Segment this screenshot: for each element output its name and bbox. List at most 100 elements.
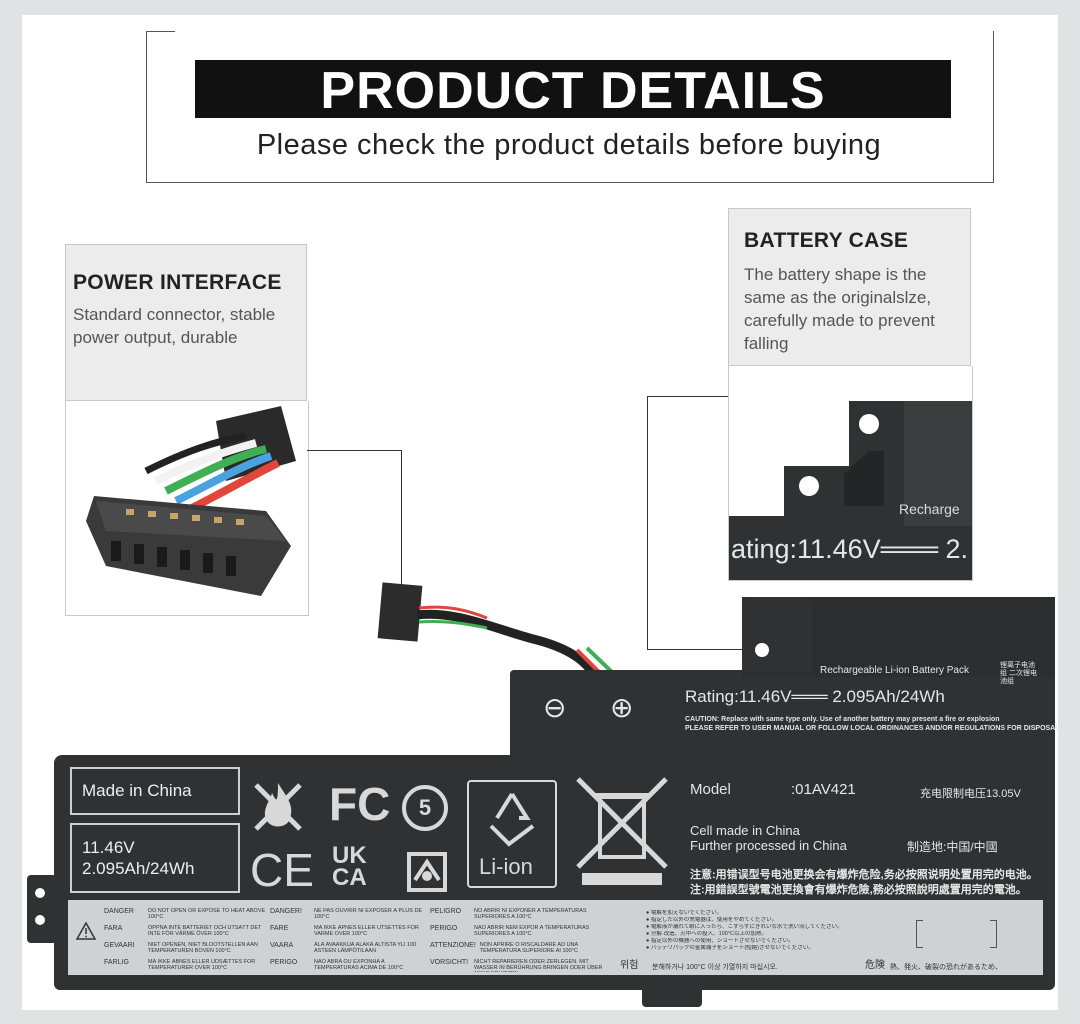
li-ion-recycle-box: Li-ion — [467, 780, 557, 888]
spec-box: 11.46V 2.095Ah/24Wh — [70, 823, 240, 893]
mount-hole — [755, 643, 769, 657]
warning-row-label: VAARA — [270, 942, 294, 949]
battery-case-zoom-image: Recharge ating:11.46V═══ 2. — [728, 366, 973, 581]
recycle-5-icon: 5 — [402, 785, 448, 831]
made-in-label: Made in China — [82, 781, 192, 800]
warning-row: PERIGO NÃO ABRIR NEM EXPOR A TEMPERATURAS… — [430, 925, 605, 938]
warning-row: FARLIG MÅ IKKE ÅBNES ELLER UDSÆTTES FOR T… — [104, 959, 269, 972]
voltage-label: 11.46V — [82, 838, 135, 857]
warning-row-label: PELIGRO — [430, 908, 462, 915]
recycle-icon — [489, 792, 535, 847]
power-interface-description: Standard connector, stable power output,… — [73, 305, 276, 347]
connector-zoom-image — [65, 401, 309, 616]
header-frame — [146, 31, 994, 183]
leader-line-connector-v — [401, 450, 402, 610]
cell-made-label: Cell made in China — [690, 823, 800, 838]
warning-row-text: DO NOT OPEN OR EXPOSE TO HEAT ABOVE 100°… — [148, 908, 266, 920]
korean-warning-text: 분해하거나 100°C 이상 가열하지 마십시오. — [652, 964, 778, 971]
warning-row-label: PERIGO — [430, 925, 458, 932]
jp-danger-label: 危険 — [865, 960, 885, 971]
bracket-mark-left — [916, 920, 923, 948]
plus-terminal-icon: ⊕ — [610, 692, 634, 723]
cable-connector — [377, 582, 617, 680]
ukca-top-text: UK — [332, 842, 367, 869]
no-trash-bin-icon — [576, 777, 668, 885]
battery-bottom-tab — [642, 985, 702, 1007]
warning-row-label: DANGER! — [270, 908, 302, 915]
warning-row-label: ATTENZIONE! — [430, 942, 476, 949]
product-detail-canvas: PRODUCT DETAILS Please check the product… — [22, 15, 1060, 1010]
page-subtitle: Please check the product details before … — [256, 129, 882, 161]
warning-row-text: NÃO ABRIR NEM EXPOR A TEMPERATURAS SUPER… — [474, 925, 590, 937]
warning-row: DANGER! NE PAS OUVRIR NI EXPOSER À PLUS D… — [270, 908, 430, 921]
battery-side-ear — [27, 875, 57, 943]
warning-row-text: NON APRIRE O RISCALDARE AD UNA TEMPERATU… — [479, 942, 578, 954]
warning-row-text: NICHT REPARIEREN ODER ZERLEGEN. MIT WASS… — [474, 959, 603, 972]
warning-row-text: NE PAS OUVRIR NI EXPOSER À PLUS DE 100°C — [314, 908, 423, 920]
warning-column-2: DANGER! NE PAS OUVRIR NI EXPOSER À PLUS D… — [270, 908, 430, 976]
warning-row-text: NO ABRIR NI EXPONER A TEMPERATURAS SUPER… — [474, 908, 587, 920]
warning-column-1: DANGER DO NOT OPEN OR EXPOSE TO HEAT ABOV… — [104, 908, 269, 976]
warning-row-text: MÅ IKKE ÅBNES ELLER UDSÆTTES FOR TEMPERA… — [148, 959, 256, 971]
bracket-mark-right — [990, 920, 997, 948]
warning-row: VAARA ÄLÄ AVAAKKUA ÄLÄKÄ ALTISTA YLI 100 … — [270, 942, 430, 955]
korean-warning-label: 위험 — [620, 960, 639, 971]
warning-row: PELIGRO NO ABRIR NI EXPONER A TEMPERATURA… — [430, 908, 605, 921]
japanese-warning-line: ● 分解·改造、火中への投入、100°C以上の加熱。 — [646, 931, 768, 937]
capacity-label: 2.095Ah/24Wh — [82, 859, 195, 878]
model-value: :01AV421 — [791, 781, 856, 798]
case-zoom-rating: ating:11.46V═══ 2. — [731, 534, 969, 564]
fc-mark-icon: FC — [329, 778, 391, 830]
leader-line-case-h — [647, 396, 728, 397]
pack-type-cn-label: 锂离子电池组 二次锂电池组 — [1000, 662, 1037, 685]
warning-row: ATTENZIONE!NON APRIRE O RISCALDARE AD UN… — [430, 942, 605, 955]
battery-mount-ear — [742, 597, 812, 672]
warning-row-label: GEVAARI — [104, 942, 135, 949]
japanese-warning-line: ● 電解を加えないでください。 — [646, 910, 723, 916]
minus-terminal-icon: ⊖ — [543, 692, 567, 723]
origin-cn-label: 制造地:中国/中國 — [907, 840, 998, 854]
warning-japanese-list: ● 電解を加えないでください。● 指定した以外の充電器は、使用をやめてください。… — [646, 910, 896, 952]
li-ion-label: Li-ion — [479, 854, 533, 879]
battery-case-callout: BATTERY CASE The battery shape is the sa… — [728, 208, 971, 366]
jp-danger-text: 熱、発火、破裂の恐れがあるため、 — [890, 964, 1002, 971]
warning-row-text: NÃO ABRA OU EXPONHA A TEMPERATURAS ACIMA… — [314, 959, 404, 971]
china-rohs-icon — [407, 852, 447, 892]
battery-case-title: BATTERY CASE — [744, 229, 909, 252]
japanese-warning-line: ● 指定以外の機器への使用、ショートさせないでください。 — [646, 938, 794, 944]
warning-strip: DANGER DO NOT OPEN OR EXPOSE TO HEAT ABOV… — [68, 900, 1043, 975]
warning-column-3: PELIGRO NO ABRIR NI EXPONER A TEMPERATURA… — [430, 908, 605, 976]
leader-line-case-h2 — [647, 649, 762, 650]
warning-row-text: ÄLÄ AVAAKKUA ÄLÄKÄ ALTISTA YLI 100 ASTEE… — [314, 942, 417, 954]
power-interface-callout: POWER INTERFACE Standard connector, stab… — [65, 244, 307, 401]
warning-row-label: FARLIG — [104, 959, 129, 966]
japanese-warning-line: ● バッテリパックの金属端子をショート(短絡)させないでください。 — [646, 945, 814, 951]
rating-label: Rating:11.46V═══ 2.095Ah/24Wh — [685, 687, 945, 706]
side-ear-hole-bottom — [35, 915, 45, 925]
warning-row-text: ÖPPNA INTE BATTERIET OCH UTSÄTT DET INTE… — [148, 925, 262, 937]
page-title: PRODUCT DETAILS — [195, 60, 951, 120]
no-fire-icon — [254, 783, 302, 831]
warning-row-label: DANGER — [104, 908, 134, 915]
side-ear-hole-top — [35, 888, 45, 898]
ukca-bottom-text: CA — [332, 864, 367, 891]
caution-label-2: PLEASE REFER TO USER MANUAL OR FOLLOW LO… — [685, 725, 1060, 732]
charge-limit-label: 充电限制电压13.05V — [920, 788, 1021, 800]
connector-illustration — [86, 406, 296, 596]
warning-triangle-icon — [76, 922, 96, 940]
japanese-warning-line: ● 指定した以外の充電器は、使用をやめてください。 — [646, 917, 778, 923]
warning-row-label: VORSICHT! — [430, 959, 469, 966]
leader-line-case-v — [647, 396, 648, 649]
case-zoom-label: Recharge — [899, 501, 960, 517]
warning-cn-line-1: 注意:用错误型号电池更换会有爆炸危险,务必按照说明处置用完的电池。 — [690, 869, 1038, 881]
battery-case-description: The battery shape is the same as the ori… — [744, 265, 935, 353]
leader-line-connector-h — [307, 450, 401, 451]
warning-row-label: FARE — [270, 925, 289, 932]
recycle-5-number: 5 — [418, 795, 432, 820]
model-label: Model — [690, 781, 731, 798]
ce-mark-icon: CE — [250, 844, 314, 896]
case-illustration — [729, 366, 972, 580]
